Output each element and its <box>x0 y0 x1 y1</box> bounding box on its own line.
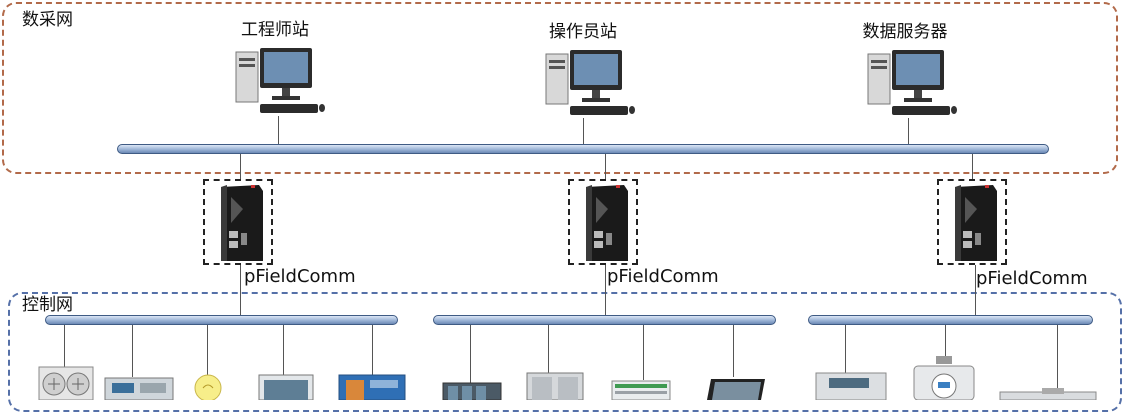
data-server-label: 数据服务器 <box>862 22 948 42</box>
connection-line <box>972 154 973 180</box>
engineer-station-label: 工程师站 <box>241 20 309 40</box>
sensor-device-icon <box>999 388 1097 400</box>
connection-line <box>240 265 241 315</box>
connection-line <box>372 325 373 375</box>
connection-line <box>240 154 241 180</box>
connection-line <box>283 325 284 375</box>
operator-station-label: 操作员站 <box>549 22 617 42</box>
connection-line <box>1057 325 1058 390</box>
flow-meter-icon <box>913 356 975 400</box>
control-bus-1 <box>45 315 398 325</box>
outdoor-ac-unit-icon <box>38 366 94 400</box>
gateway-device-3 <box>937 179 1007 265</box>
connection-line <box>64 325 65 368</box>
connection-line <box>975 265 976 315</box>
connection-line <box>643 325 644 380</box>
desktop-computer-icon <box>235 48 325 113</box>
data-acquisition-network-zone <box>2 2 1118 174</box>
plc-rack-icon <box>442 382 502 400</box>
connection-line <box>132 325 133 377</box>
light-bulb-icon <box>194 374 222 400</box>
touch-panel-icon <box>707 379 765 400</box>
gateway-device-2 <box>568 179 638 265</box>
connection-line <box>908 118 909 144</box>
control-network-label: 控制网 <box>22 295 73 315</box>
gateway-label-2: pFieldComm <box>607 266 719 287</box>
connection-line <box>733 325 734 377</box>
server-cabinet-icon <box>526 372 584 400</box>
desktop-computer-icon <box>867 50 957 115</box>
gateway-device-1 <box>203 179 273 265</box>
connection-line <box>278 116 279 144</box>
machine-icon <box>338 374 406 400</box>
gateway-device-icon <box>221 185 263 261</box>
gateway-label-1: pFieldComm <box>244 266 356 287</box>
connection-line <box>605 265 606 315</box>
connection-line <box>207 325 208 375</box>
desktop-computer-icon <box>545 50 635 115</box>
gateway-device-icon <box>955 185 997 261</box>
connection-line <box>583 118 584 144</box>
io-module-icon <box>611 380 671 400</box>
connection-line <box>548 325 549 373</box>
connection-line <box>845 325 846 373</box>
connection-line <box>605 154 606 180</box>
connection-line <box>470 325 471 383</box>
instrument-box-icon <box>815 372 887 400</box>
gateway-device-icon <box>586 185 628 261</box>
data-acquisition-bus <box>117 144 1049 154</box>
control-bus-3 <box>808 315 1093 325</box>
control-panel-icon <box>104 377 174 400</box>
cabinet-icon <box>258 374 314 400</box>
data-acquisition-network-label: 数采网 <box>22 10 73 30</box>
control-bus-2 <box>433 315 776 325</box>
gateway-label-3: pFieldComm <box>976 268 1088 289</box>
connection-line <box>945 325 946 357</box>
